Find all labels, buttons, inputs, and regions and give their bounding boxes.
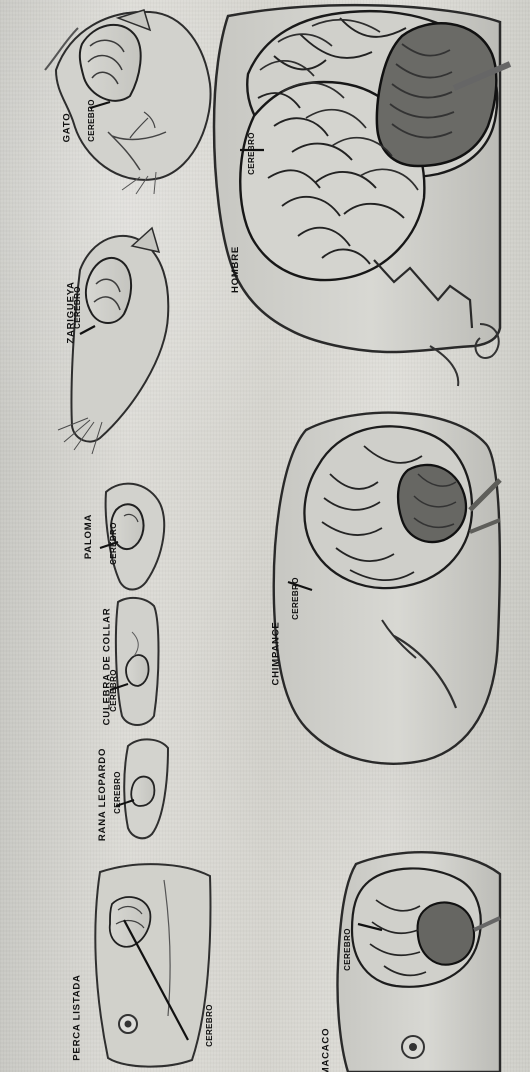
macaque-head-drawing [337,852,500,1072]
chimpanzee-head-drawing [274,413,500,764]
leopard-frog-head-drawing [116,739,168,838]
opossum-head-drawing [58,228,168,454]
ring-necked-snake-head-drawing [110,598,159,725]
striped-perch-head-drawing [95,864,210,1066]
cat-head-drawing [45,10,211,194]
pigeon-head-drawing [100,484,164,590]
human-head-drawing [214,5,510,386]
